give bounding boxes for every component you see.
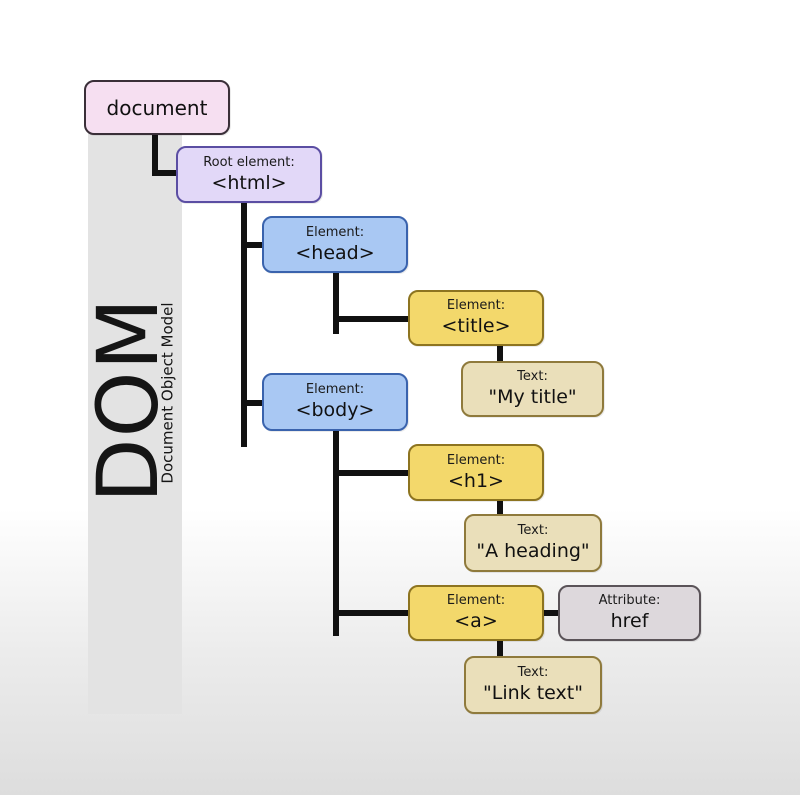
connector-a-to-attribute bbox=[543, 610, 560, 616]
node-body: Element: <body> bbox=[262, 373, 408, 431]
node-title-text-kind: Text: bbox=[517, 369, 548, 384]
node-h1-tag: <h1> bbox=[448, 469, 504, 492]
node-a-attribute-kind: Attribute: bbox=[598, 593, 661, 608]
node-a-text: Text: "Link text" bbox=[464, 656, 602, 714]
node-document-label: document bbox=[106, 95, 208, 120]
node-head-tag: <head> bbox=[295, 241, 375, 264]
node-head-kind: Element: bbox=[305, 224, 365, 240]
node-html: Root element: <html> bbox=[176, 146, 322, 203]
node-h1-text-kind: Text: bbox=[517, 523, 549, 538]
node-title-tag: <title> bbox=[441, 315, 511, 337]
dom-acronym: DOM bbox=[79, 296, 177, 504]
connector-a-to-text bbox=[497, 640, 503, 658]
node-body-tag: <body> bbox=[295, 399, 375, 421]
connector-title-to-text bbox=[497, 345, 503, 363]
node-title-kind: Element: bbox=[446, 298, 506, 313]
node-html-kind: Root element: bbox=[203, 154, 295, 170]
node-h1-text: Text: "A heading" bbox=[464, 514, 602, 572]
node-a-text-value: "Link text" bbox=[483, 682, 583, 704]
node-a-tag: <a> bbox=[454, 610, 498, 632]
node-h1-text-value: "A heading" bbox=[476, 540, 590, 562]
node-title: Element: <title> bbox=[408, 290, 544, 346]
node-a-attribute-value: href bbox=[610, 610, 649, 632]
node-head: Element: <head> bbox=[262, 216, 408, 273]
node-document: document bbox=[84, 80, 230, 135]
node-title-text-value: "My title" bbox=[488, 386, 577, 408]
node-a-text-kind: Text: bbox=[517, 665, 549, 680]
node-h1-kind: Element: bbox=[446, 452, 506, 468]
node-a-kind: Element: bbox=[446, 593, 506, 608]
connector-html-trunk bbox=[241, 202, 247, 447]
connector-body-to-h1 bbox=[333, 470, 410, 476]
connector-document-to-html bbox=[152, 170, 178, 176]
connector-body-to-a bbox=[333, 610, 410, 616]
connector-head-trunk bbox=[333, 272, 339, 334]
connector-body-trunk bbox=[333, 430, 339, 636]
node-body-kind: Element: bbox=[305, 382, 365, 397]
dom-full-name: Document Object Model bbox=[158, 302, 177, 484]
connector-html-to-head bbox=[241, 242, 264, 248]
node-html-tag: <html> bbox=[211, 171, 287, 194]
dom-label-band bbox=[88, 128, 182, 714]
connector-document-to-html bbox=[152, 134, 158, 176]
node-a: Element: <a> bbox=[408, 585, 544, 641]
connector-html-to-body bbox=[241, 400, 264, 406]
connector-h1-to-text bbox=[497, 500, 503, 516]
node-a-attribute: Attribute: href bbox=[558, 585, 701, 641]
node-h1: Element: <h1> bbox=[408, 444, 544, 501]
connector-head-to-title bbox=[333, 316, 410, 322]
node-title-text: Text: "My title" bbox=[461, 361, 604, 417]
